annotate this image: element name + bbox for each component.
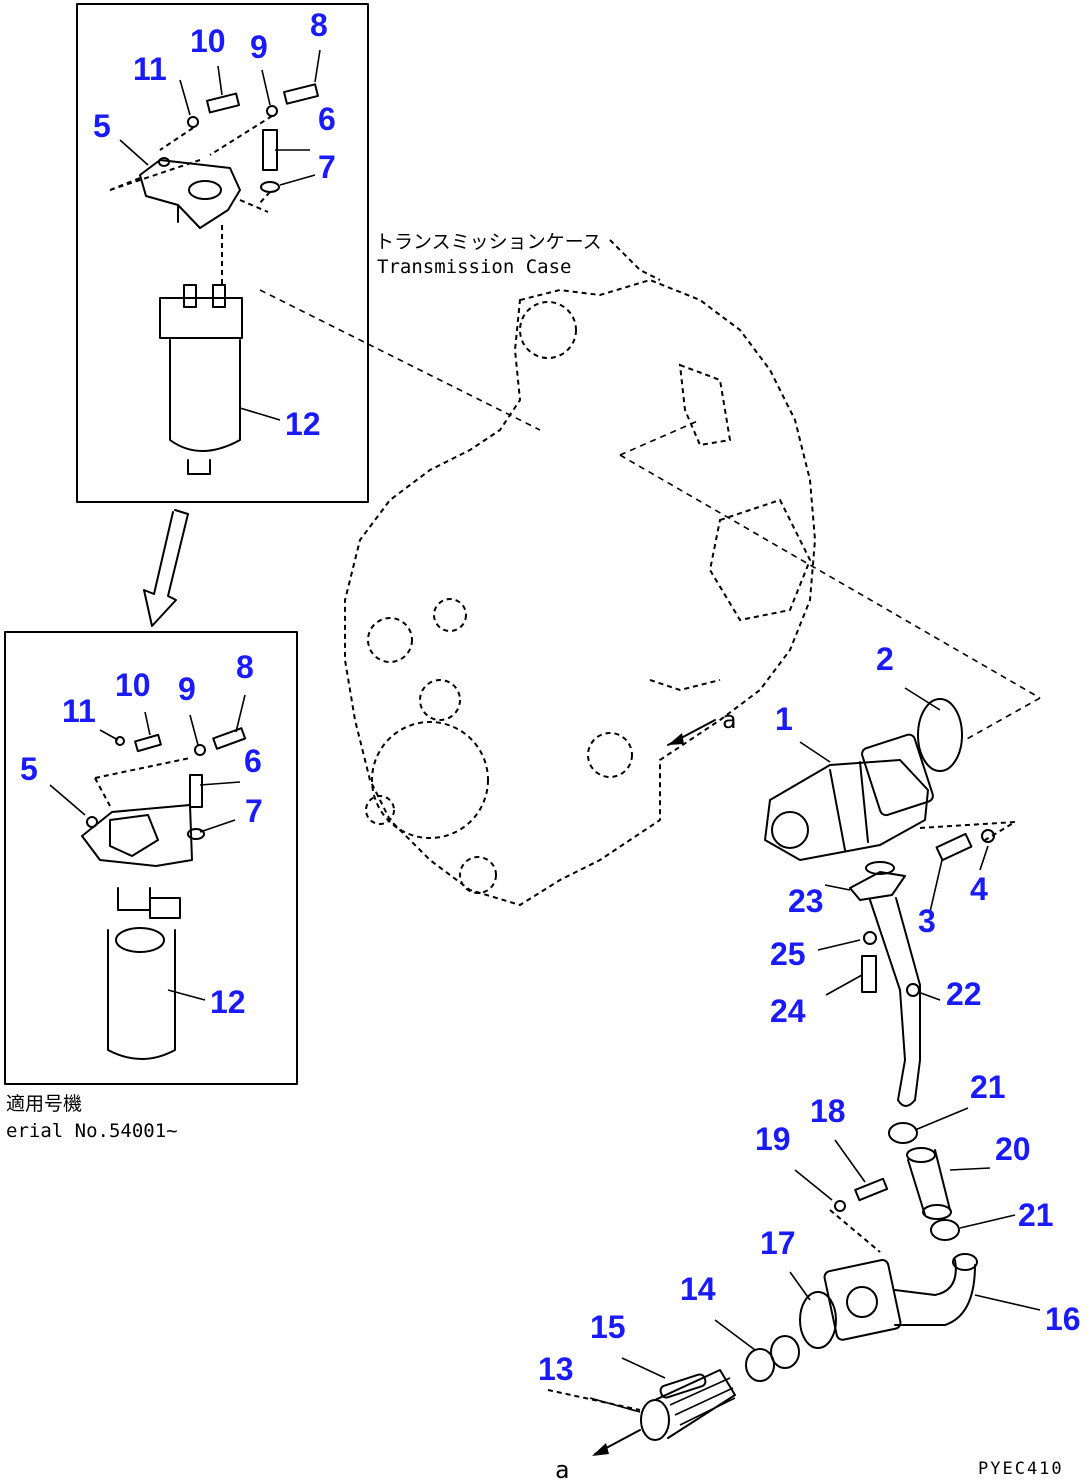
tube-22 <box>849 871 921 1107</box>
callout-25: 25 <box>770 936 806 972</box>
leader-gasket-2 <box>964 697 1041 741</box>
washer-11-lower <box>115 736 125 746</box>
callout-11-lower: 11 <box>62 693 96 729</box>
callout-5-lower: 5 <box>20 751 38 787</box>
callouts-main: 1 2 3 4 23 25 24 22 21 20 21 19 18 17 14… <box>538 641 1081 1387</box>
washer-19 <box>834 1200 846 1212</box>
callout-8-upper: 8 <box>310 7 328 43</box>
washer-25 <box>863 931 877 945</box>
reference-a-top: a <box>722 706 736 734</box>
clamp-21-upper <box>888 1122 918 1144</box>
reference-a-bottom: a <box>555 1456 569 1482</box>
washer-7 <box>260 181 280 193</box>
reference-arrow-a-bottom <box>592 1429 641 1456</box>
callout-19: 19 <box>755 1121 791 1157</box>
callout-15: 15 <box>590 1309 626 1345</box>
pipe-16 <box>823 1253 1041 1341</box>
filter-12-upper <box>159 225 281 475</box>
washer-11 <box>187 116 199 128</box>
bolt-24 <box>861 955 877 993</box>
transmission-case <box>344 239 817 907</box>
callouts-lower-inset: 11 10 9 8 5 6 7 12 <box>20 649 263 1020</box>
drawing-code: PYEC410 <box>978 1459 1064 1479</box>
reference-arrow-a-top <box>667 719 716 746</box>
inset-box-lower <box>4 631 298 1085</box>
callout-22: 22 <box>946 976 982 1012</box>
update-arrow <box>143 509 189 627</box>
bolt-8 <box>283 83 319 105</box>
inset-frame-upper <box>76 3 369 503</box>
washer-9-lower <box>194 744 206 756</box>
bolt-6-lower <box>189 774 203 808</box>
case-label-jp: トランスミッションケース <box>375 231 602 253</box>
gasket-23 <box>865 861 895 875</box>
bolt-6 <box>262 129 278 171</box>
callouts-upper-inset: 11 10 9 8 5 6 7 12 <box>93 7 336 442</box>
callout-8-lower: 8 <box>236 649 254 685</box>
callout-5-upper: 5 <box>93 108 111 144</box>
applicability-en: erial No.54001~ <box>6 1120 178 1142</box>
washer-7-lower <box>187 828 205 840</box>
callout-7-lower: 7 <box>245 793 263 829</box>
clamp-21-lower <box>930 1219 960 1241</box>
bolt-18 <box>854 1177 889 1202</box>
inset-box-upper <box>76 3 369 503</box>
strainer-13 <box>640 1369 736 1441</box>
gasket-2 <box>917 698 963 772</box>
callout-12-lower: 12 <box>210 984 246 1020</box>
gasket-17 <box>799 1291 837 1349</box>
washer-4 <box>981 829 995 843</box>
leader-upper-inset <box>259 289 541 431</box>
filter-12-lower <box>107 887 206 1060</box>
callout-9-upper: 9 <box>250 29 268 65</box>
applicability-jp: 適用号機 <box>6 1093 82 1115</box>
leader-bolt-18 <box>829 1209 881 1253</box>
callout-7-upper: 7 <box>318 149 336 185</box>
callout-16: 16 <box>1045 1301 1081 1337</box>
callout-21-lower: 21 <box>1018 1197 1054 1233</box>
callout-11-upper: 11 <box>133 51 167 87</box>
callout-17: 17 <box>760 1225 796 1261</box>
callout-23: 23 <box>788 883 824 919</box>
callout-24: 24 <box>770 993 806 1029</box>
leader-right <box>619 454 1041 699</box>
filter-bracket <box>139 157 241 229</box>
callout-18: 18 <box>810 1093 846 1129</box>
callout-leaders <box>49 49 1016 1413</box>
callout-2: 2 <box>876 641 894 677</box>
callout-6-upper: 6 <box>318 101 336 137</box>
case-label-en: Transmission Case <box>377 256 571 278</box>
bolt-10 <box>205 92 241 114</box>
callout-21-upper: 21 <box>970 1069 1006 1105</box>
bolt-10-lower <box>134 733 162 753</box>
inset-frame-lower <box>4 631 298 1085</box>
callout-13: 13 <box>538 1351 574 1387</box>
callout-10-lower: 10 <box>115 667 151 703</box>
pump-1 <box>764 733 934 861</box>
callout-1: 1 <box>775 701 793 737</box>
washer-9 <box>266 105 278 117</box>
bolt-8-lower <box>212 727 247 750</box>
callout-20: 20 <box>995 1131 1031 1167</box>
callout-10-upper: 10 <box>190 23 226 59</box>
pin-15 <box>659 1373 707 1399</box>
filter-bracket-lower <box>81 804 193 867</box>
leader-case-face <box>619 419 701 456</box>
callout-14: 14 <box>680 1271 716 1307</box>
spring-14 <box>745 1335 800 1382</box>
callout-12-upper: 12 <box>285 406 321 442</box>
callout-4: 4 <box>970 871 988 907</box>
bolt-3 <box>935 832 973 862</box>
callout-6-lower: 6 <box>244 743 262 779</box>
hose-20 <box>906 1147 952 1220</box>
callout-3: 3 <box>918 903 936 939</box>
callout-9-lower: 9 <box>178 671 196 707</box>
